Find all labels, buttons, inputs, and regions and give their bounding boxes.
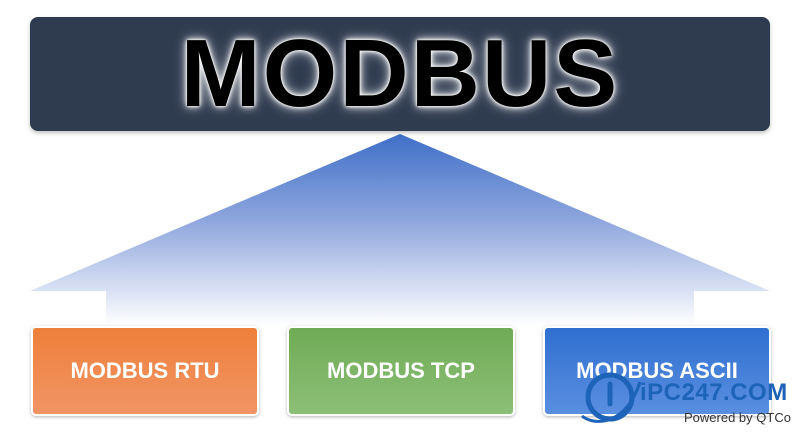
modbus-rtu-box: MODBUS RTU (31, 326, 259, 416)
modbus-tcp-box: MODBUS TCP (287, 326, 515, 416)
watermark-tagline: Powered by QTCo (684, 410, 791, 425)
modbus-ascii-box: MODBUS ASCII (543, 326, 771, 416)
watermark-logo-icon (581, 372, 642, 423)
modbus-rtu-label: MODBUS RTU (70, 358, 220, 383)
watermark-brand: iPC247.COM (640, 379, 788, 406)
modbus-tcp-label: MODBUS TCP (327, 358, 475, 383)
banner-title: MODBUS (180, 20, 620, 127)
modbus-ascii-label: MODBUS ASCII (576, 358, 738, 383)
modbus-banner: MODBUS (30, 17, 770, 131)
